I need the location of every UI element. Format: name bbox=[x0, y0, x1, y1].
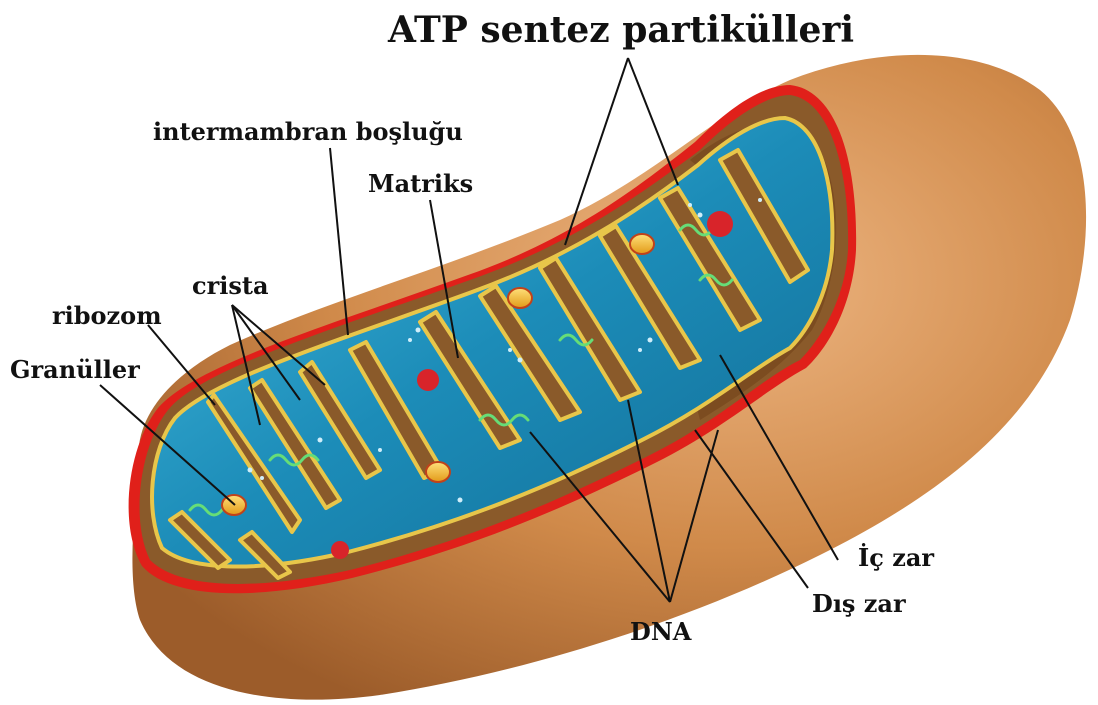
label-crista: crista bbox=[192, 271, 269, 300]
label-granules: Granüller bbox=[10, 355, 140, 384]
label-intermembrane-space: intermambran boşluğu bbox=[153, 117, 463, 146]
label-matrix: Matriks bbox=[368, 169, 473, 198]
label-dna: DNA bbox=[630, 617, 692, 646]
label-outer-membrane: Dış zar bbox=[812, 589, 906, 618]
label-inner-membrane: İç zar bbox=[858, 543, 934, 572]
label-atp-synthase: ATP sentez partikülleri bbox=[387, 9, 854, 51]
label-ribosome: ribozom bbox=[52, 301, 162, 330]
